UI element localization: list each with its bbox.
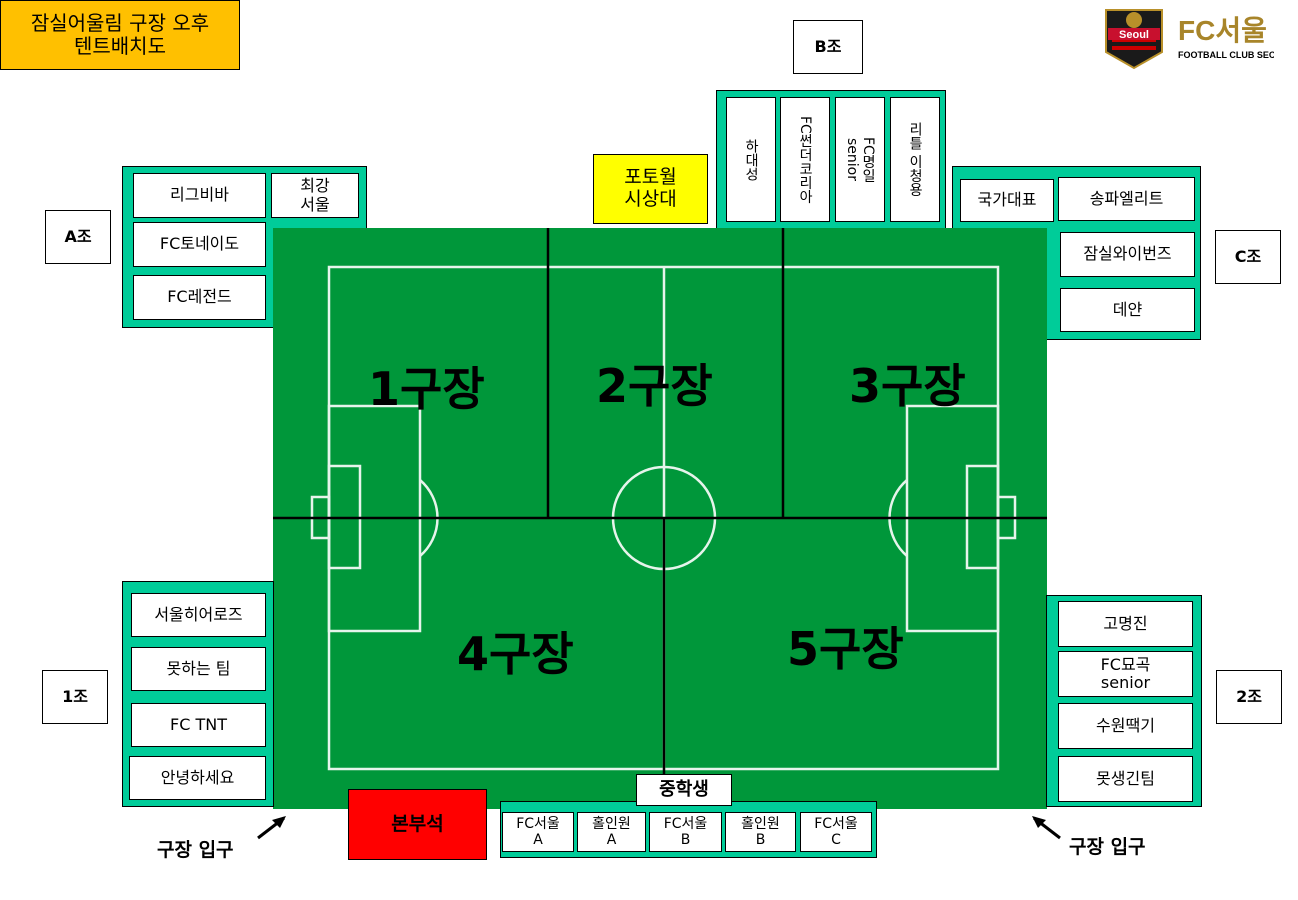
tent-b-4: 리틀 이청용 (890, 97, 940, 222)
tent-c-1: 국가대표 (960, 179, 1054, 222)
tent-b-3: FC명일 senior (835, 97, 885, 222)
tent-b-1: 하대성 (726, 97, 776, 222)
tent-1-2: 못하는 팀 (131, 647, 266, 691)
middle-tent-3: FC서울 B (649, 812, 722, 852)
photo-wall: 포토월 시상대 (593, 154, 708, 224)
tent-c-2: 송파엘리트 (1058, 177, 1195, 221)
middle-tent-4: 홀인원 B (725, 812, 796, 852)
middle-school-label: 중학생 (636, 774, 732, 806)
arrow-icon (257, 816, 286, 840)
group-b-label: B조 (793, 20, 863, 74)
field-5-label: 5구장 (787, 622, 904, 676)
svg-text:FC서울: FC서울 (1178, 15, 1267, 46)
svg-text:FOOTBALL CLUB SEOUL: FOOTBALL CLUB SEOUL (1178, 50, 1274, 60)
field-2-label: 2구장 (596, 359, 713, 413)
svg-text:Seoul: Seoul (1119, 29, 1149, 41)
group-1-label: 1조 (42, 670, 108, 724)
tent-2-3: 수원땍기 (1058, 703, 1193, 749)
tent-c-3: 잠실와이번즈 (1060, 232, 1195, 277)
field-3-label: 3구장 (849, 359, 966, 413)
tent-2-4: 못생긴팀 (1058, 756, 1193, 802)
tent-a-2: 최강 서울 (271, 173, 359, 218)
tent-2-1: 고명진 (1058, 601, 1193, 647)
middle-tent-1: FC서울 A (502, 812, 574, 852)
tent-1-1: 서울히어로즈 (131, 593, 266, 637)
middle-tent-2: 홀인원 A (577, 812, 646, 852)
field-4-label: 4구장 (457, 627, 574, 681)
middle-tent-5: FC서울 C (800, 812, 872, 852)
fc-seoul-logo: Seoul FC서울 FOOTBALL CLUB SEOUL (1104, 2, 1288, 70)
tent-a-4: FC레전드 (133, 275, 266, 320)
entrance-left-label: 구장 입구 (157, 839, 234, 861)
field: 1구장 2구장 3구장 4구장 5구장 (273, 228, 1047, 809)
tent-1-4: 안녕하세요 (129, 756, 266, 800)
title-label: 잠실어울림 구장 오후 텐트배치도 (0, 0, 240, 70)
group-2-label: 2조 (1216, 670, 1282, 724)
tent-1-3: FC TNT (131, 703, 266, 747)
group-c-label: C조 (1215, 230, 1281, 284)
entrance-right-label: 구장 입구 (1069, 836, 1146, 858)
tent-a-1: 리그비바 (133, 173, 266, 218)
tent-b-2: FC썬더코리아 (780, 97, 830, 222)
tent-c-4: 데얀 (1060, 288, 1195, 332)
arrow-icon (1032, 816, 1061, 840)
field-1-label: 1구장 (368, 362, 485, 416)
tent-a-3: FC토네이도 (133, 222, 266, 267)
headquarters: 본부석 (348, 789, 487, 860)
group-a-label: A조 (45, 210, 111, 264)
tent-2-2: FC묘곡 senior (1058, 651, 1193, 697)
